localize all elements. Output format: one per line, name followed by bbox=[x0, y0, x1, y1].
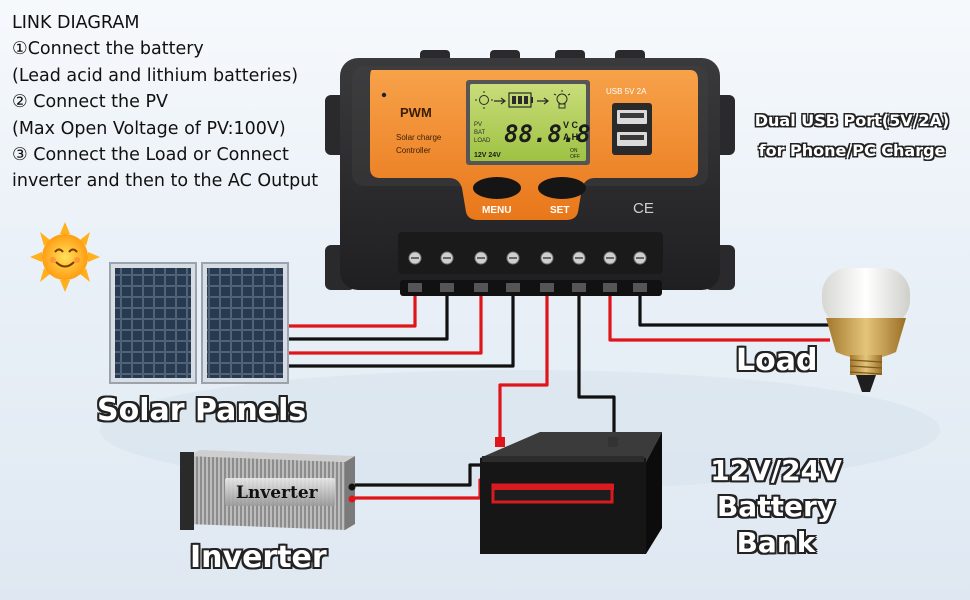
lcd-on: ON bbox=[570, 148, 578, 154]
lcd-digits: 88.8.8 bbox=[504, 120, 591, 148]
inverter-brand: Lnverter bbox=[236, 483, 319, 503]
lcd-pv-label: PV bbox=[474, 122, 482, 128]
controller-subtitle-2: Controller bbox=[396, 146, 431, 155]
lcd-off: OFF bbox=[570, 154, 580, 160]
pv-wire-black-1 bbox=[283, 290, 449, 341]
load-wire-red bbox=[608, 290, 830, 342]
bulb-icon bbox=[822, 268, 910, 392]
pv-wire-black-2 bbox=[283, 290, 515, 368]
battery bbox=[480, 432, 662, 554]
step-1-note: (Lead acid and lithium batteries) bbox=[12, 65, 299, 86]
battery-wire-black bbox=[577, 290, 616, 440]
pv-wire-red-1 bbox=[283, 290, 417, 328]
menu-label: MENU bbox=[482, 205, 511, 216]
usb-label: USB 5V 2A bbox=[606, 87, 647, 96]
lcd-battery-icon bbox=[508, 92, 533, 108]
battery-bank-line2: Battery Bank bbox=[716, 490, 836, 559]
step-1: ①Connect the battery bbox=[12, 39, 204, 60]
controller-brand: PWM bbox=[400, 105, 432, 120]
solar-panel-2 bbox=[201, 262, 289, 384]
link-diagram-steps: LINK DIAGRAM ①Connect the battery (Lead … bbox=[12, 10, 352, 195]
step-3-note: inverter and then to the AC Output bbox=[12, 171, 319, 192]
step-2: ② Connect the PV bbox=[12, 92, 168, 113]
battery-wire-red bbox=[498, 290, 549, 440]
lcd-sun-icon bbox=[475, 91, 493, 109]
lcd-units-bottom: A H bbox=[563, 132, 578, 142]
battery-bank-label: 12V/24V Battery Bank bbox=[676, 453, 876, 561]
lcd-load-label: LOAD bbox=[474, 138, 491, 144]
load-label: Load bbox=[736, 343, 818, 378]
usb-callout-line1: Dual USB Port(5V/2A) bbox=[754, 111, 950, 130]
load-wire-black bbox=[638, 290, 830, 327]
menu-button[interactable] bbox=[473, 177, 521, 199]
usb-callout-line2: for Phone/PC Charge bbox=[758, 141, 946, 160]
pv-wire-red-2 bbox=[283, 290, 483, 355]
set-label: SET bbox=[550, 205, 569, 216]
lcd-units-top: V C bbox=[563, 120, 579, 130]
charge-controller: PWM Solar charge Controller PV BAT LOAD … bbox=[325, 50, 735, 296]
battery-bank-line1: 12V/24V bbox=[710, 454, 842, 487]
terminal-screws bbox=[408, 251, 647, 265]
lcd-voltage: 12V 24V bbox=[474, 152, 501, 159]
ce-mark: CE bbox=[633, 200, 654, 217]
sun-icon bbox=[30, 222, 100, 292]
set-button[interactable] bbox=[538, 177, 586, 199]
inverter bbox=[180, 450, 356, 530]
step-2-note: (Max Open Voltage of PV:100V) bbox=[12, 118, 286, 139]
solar-panels-label: Solar Panels bbox=[97, 393, 307, 428]
controller-subtitle-1: Solar charge bbox=[396, 133, 442, 142]
solar-panel-1 bbox=[109, 262, 197, 384]
inverter-label: Inverter bbox=[190, 540, 327, 575]
step-3: ③ Connect the Load or Connect bbox=[12, 145, 289, 166]
link-diagram-title: LINK DIAGRAM bbox=[12, 13, 140, 33]
usb-callout: Dual USB Port(5V/2A) for Phone/PC Charge bbox=[736, 106, 968, 166]
lcd-bat-label: BAT bbox=[474, 130, 486, 136]
lcd-bulb-icon bbox=[553, 90, 571, 109]
